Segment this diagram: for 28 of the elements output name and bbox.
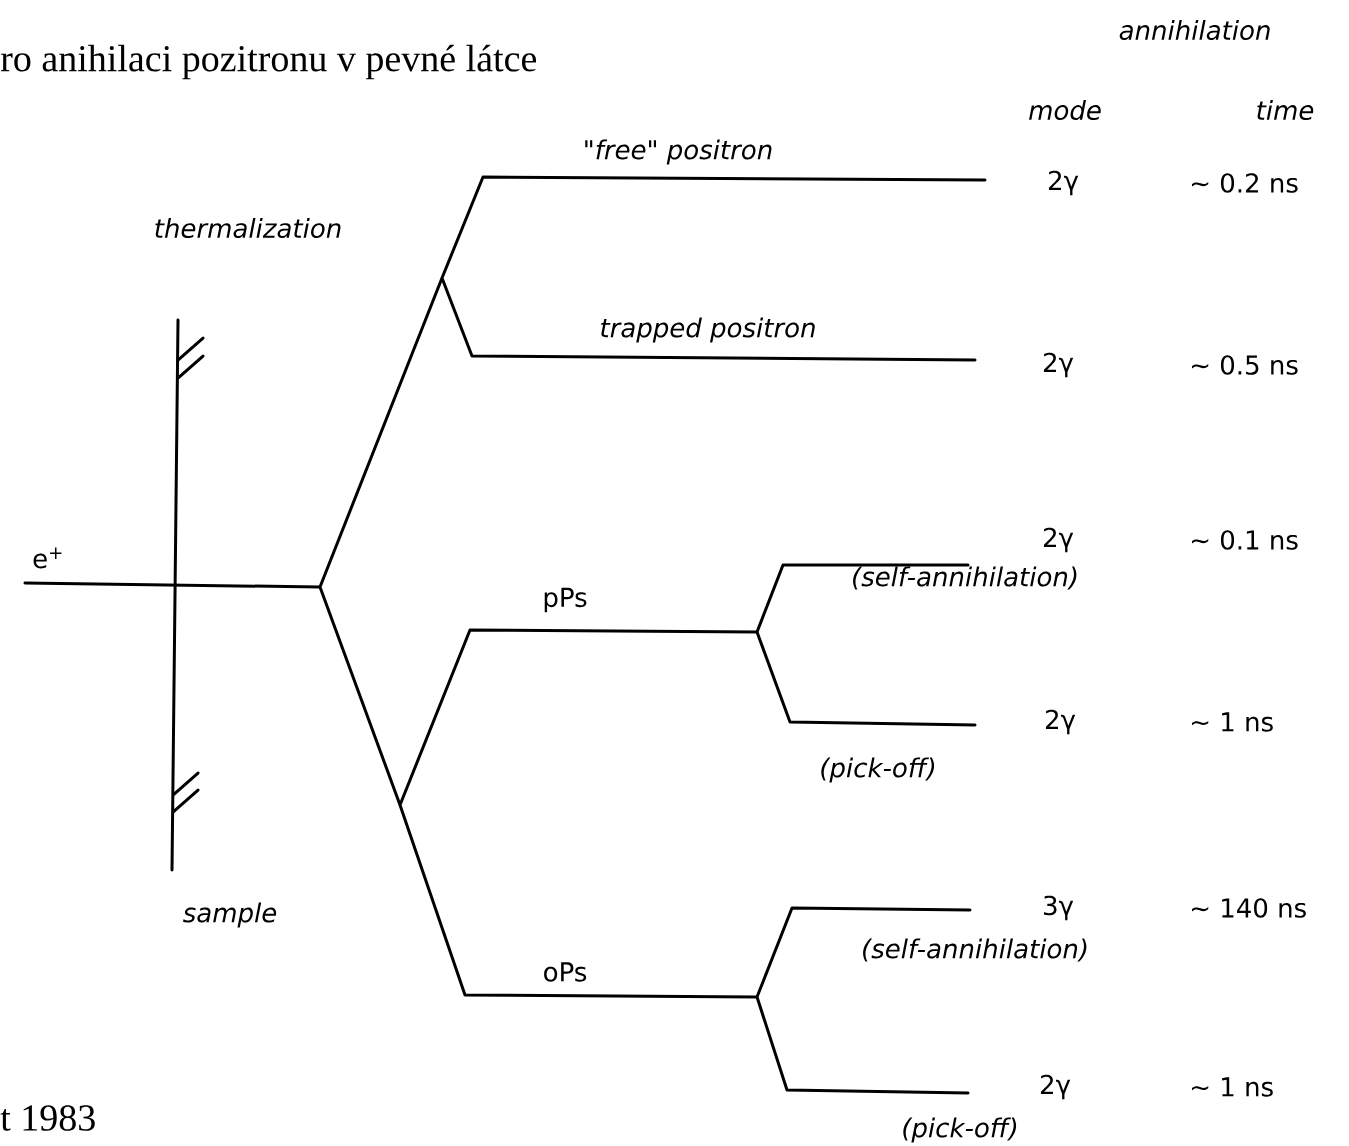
time-label: ∼ 1 ns xyxy=(1191,1077,1273,1097)
time-label: ∼ 1 ns xyxy=(1191,712,1273,732)
column-heading: annihilation xyxy=(1119,19,1270,41)
branch-label: trapped positron xyxy=(601,317,815,343)
column-heading: time xyxy=(1257,99,1314,121)
branch-label: oPs xyxy=(544,962,587,982)
mode-label: 2γ xyxy=(1043,352,1074,378)
mode-label: 2γ xyxy=(1040,1074,1071,1100)
mode-label: 2γ xyxy=(1045,709,1076,735)
mode-note: (pick-off) xyxy=(903,1117,1017,1143)
mode-note: (pick-off) xyxy=(821,757,935,783)
sample-label: sample xyxy=(183,902,277,928)
mode-label: 3γ xyxy=(1044,895,1074,921)
mode-label: 2γ xyxy=(1048,170,1079,196)
title: ro anihilaci pozitronu v pevné látce xyxy=(0,44,537,80)
particle-label: e$^{+}$ xyxy=(33,547,62,569)
branch-label: pPs xyxy=(544,587,587,613)
column-heading: mode xyxy=(1029,99,1101,121)
mode-label: 2γ xyxy=(1043,527,1074,553)
time-label: ∼ 140 ns xyxy=(1191,898,1306,918)
branch-label: "free" positron xyxy=(585,139,772,165)
process-label: thermalization xyxy=(155,217,341,239)
mode-note: (self-annihilation) xyxy=(853,566,1077,590)
time-label: ∼ 0.1 ns xyxy=(1191,530,1298,550)
caption: t 1983 xyxy=(0,1105,95,1131)
time-label: ∼ 0.2 ns xyxy=(1191,173,1298,193)
time-label: ∼ 0.5 ns xyxy=(1191,355,1298,375)
mode-note: (self-annihilation) xyxy=(863,938,1087,962)
